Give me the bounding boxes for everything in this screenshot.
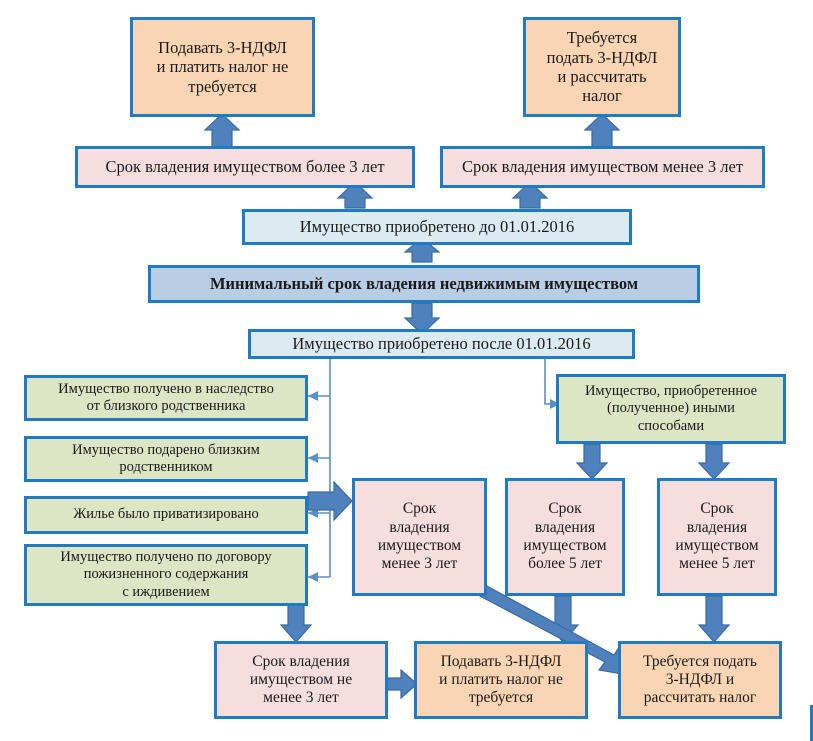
node-less-3-years[interactable]: Срок владения имуществом менее 3 лет bbox=[440, 146, 765, 188]
node-more-3-years[interactable]: Срок владения имуществом более 3 лет bbox=[75, 146, 415, 188]
node-acquired-after-2016[interactable]: Имущество приобретено после 01.01.2016 bbox=[248, 329, 635, 359]
node-period-less-5[interactable]: Срок владения имуществом менее 5 лет bbox=[657, 478, 777, 596]
node-label: Срок владения имуществом более 3 лет bbox=[105, 157, 385, 177]
node-label: Имущество, приобретенное (полученное) ин… bbox=[584, 383, 758, 434]
node-label: Срок владения имуществом менее 5 лет bbox=[675, 500, 759, 573]
node-label: Подавать 3-НДФЛ и платить налог не требу… bbox=[439, 652, 563, 707]
node-condition-inheritance[interactable]: Имущество получено в наследство от близк… bbox=[24, 375, 308, 421]
node-label: Имущество приобретено до 01.01.2016 bbox=[299, 217, 575, 237]
node-acquired-before-2016[interactable]: Имущество приобретено до 01.01.2016 bbox=[242, 209, 632, 245]
node-bottom-tax-due[interactable]: Требуется подать 3-НДФЛ и рассчитать нал… bbox=[618, 641, 782, 719]
arrow-right-bottom bbox=[386, 668, 418, 700]
arrow-down-more5 bbox=[575, 443, 609, 480]
node-period-less-3[interactable]: Срок владения имуществом менее 3 лет bbox=[352, 478, 487, 596]
node-label: Имущество получено в наследство от близк… bbox=[58, 380, 274, 414]
arrow-down-notless3 bbox=[279, 604, 313, 643]
arrow-up-right bbox=[583, 113, 621, 151]
arrow-root-down bbox=[403, 302, 441, 335]
node-condition-other-ways[interactable]: Имущество, приобретенное (полученное) ин… bbox=[556, 374, 786, 444]
node-label: Жилье было приватизировано bbox=[73, 506, 259, 523]
node-label: Имущество получено по договору пожизненн… bbox=[60, 549, 272, 600]
node-top-left-outcome[interactable]: Подавать 3-НДФЛ и платить налог не требу… bbox=[130, 17, 315, 117]
node-label: Срок владения имуществом более 5 лет bbox=[523, 500, 607, 573]
node-condition-gift[interactable]: Имущество подарено близким родственником bbox=[24, 436, 308, 482]
arrow-up-to-less3 bbox=[511, 181, 549, 209]
node-label: Имущество подарено близким родственником bbox=[72, 441, 260, 475]
node-label: Срок владения имуществом менее 3 лет bbox=[461, 157, 744, 177]
node-root-title[interactable]: Минимальный срок владения недвижимым иму… bbox=[148, 265, 700, 303]
arrow-down-less5 bbox=[697, 443, 731, 480]
node-period-more-5[interactable]: Срок владения имуществом более 5 лет bbox=[505, 478, 625, 596]
arrow-down-tax-due bbox=[697, 595, 731, 643]
node-condition-annuity[interactable]: Имущество получено по договору пожизненн… bbox=[24, 544, 308, 606]
node-label: Срок владения имуществом менее 3 лет bbox=[377, 500, 462, 573]
node-label: Требуется подать 3-НДФЛ и рассчитать нал… bbox=[643, 652, 757, 707]
arrow-up-left bbox=[203, 113, 241, 151]
node-bottom-no-tax[interactable]: Подавать 3-НДФЛ и платить налог не требу… bbox=[414, 641, 588, 719]
node-condition-privatized[interactable]: Жилье было приватизировано bbox=[24, 496, 308, 534]
node-top-right-outcome[interactable]: Требуется подать 3-НДФЛ и рассчитать нал… bbox=[523, 17, 681, 117]
node-label: Подавать 3-НДФЛ и платить налог не требу… bbox=[156, 37, 289, 96]
node-label: Срок владения имуществом не менее 3 лет bbox=[249, 652, 353, 707]
arrow-root-up bbox=[403, 237, 441, 263]
arrow-up-to-more3 bbox=[336, 181, 374, 209]
arrow-right-into-less3 bbox=[307, 480, 353, 522]
node-label: Требуется подать 3-НДФЛ и рассчитать нал… bbox=[546, 28, 658, 106]
node-bottom-not-less-3[interactable]: Срок владения имуществом не менее 3 лет bbox=[214, 641, 388, 719]
right-edge-marker bbox=[810, 705, 813, 741]
node-label: Имущество приобретено после 01.01.2016 bbox=[292, 334, 591, 354]
page-title: Минимальный срок владения недвижимым иму… bbox=[209, 274, 639, 294]
